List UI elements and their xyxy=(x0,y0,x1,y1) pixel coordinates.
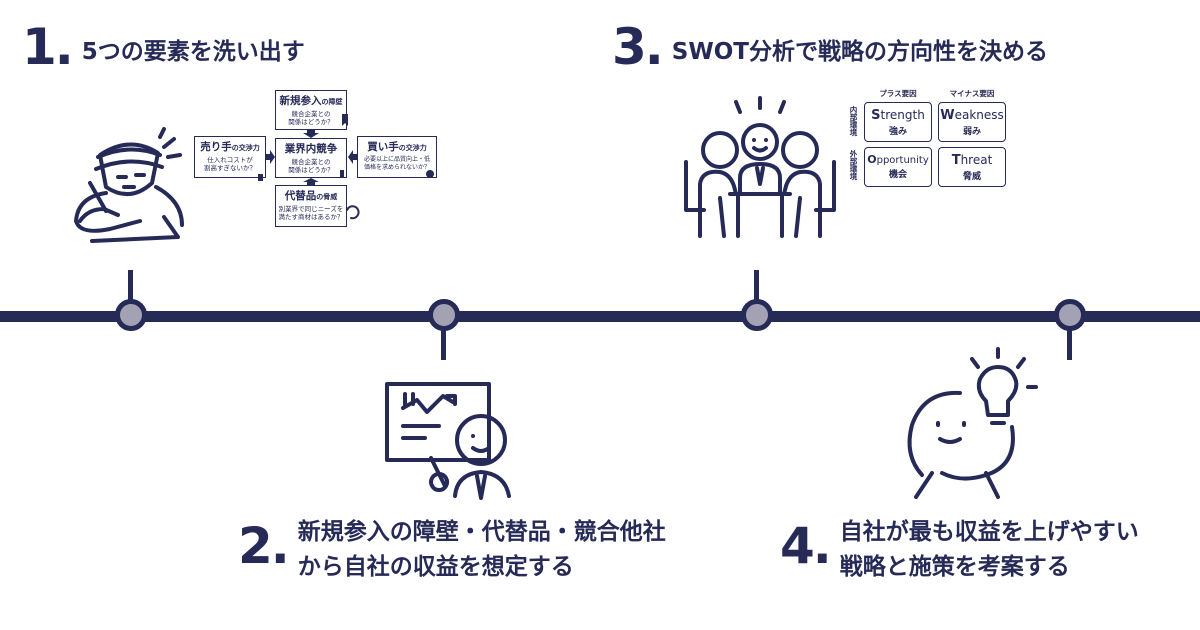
swot-threat: Threat 脅威 xyxy=(938,147,1006,187)
force-sellers-suffix: の交渉力 xyxy=(231,144,260,152)
swot-threat-rest: hreat xyxy=(960,153,993,167)
timeline-node-3 xyxy=(741,299,773,331)
swot-grid: プラス要因 マイナス要因 内部環境 外部環境 Strength 強み Weakn… xyxy=(846,88,1016,190)
swot-threat-jp: 脅威 xyxy=(962,172,981,182)
step-1-text: 5つの要素を洗い出す xyxy=(81,38,305,65)
force-rivalry-sub1: 競合企業との xyxy=(291,158,331,166)
step-3-text: SWOT分析で戦略の方向性を決める xyxy=(671,38,1048,65)
swot-opportunity: Opportunity 機会 xyxy=(864,147,932,187)
force-substitutes-sub2: 満たす商材はあるか？ xyxy=(278,213,344,222)
step-4-text-line2: 戦略と施策を考案する xyxy=(839,553,1070,580)
timeline-bar xyxy=(0,311,1200,322)
person-writing-icon xyxy=(74,127,184,243)
step-4-text-line1: 自社が最も収益を上げやすい xyxy=(839,519,1139,545)
five-forces-diagram: 新規参入の障壁 競合企業との関係はどうか？ 業界内競争 競合企業との関係はどうか… xyxy=(192,90,440,228)
timeline-stem-4 xyxy=(1067,320,1072,360)
idea-lightbulb-icon xyxy=(907,347,1038,499)
step-2-text-line2: から自社の収益を想定する xyxy=(297,553,574,580)
arrow-left xyxy=(348,150,357,164)
force-substitutes-suffix: の脅威 xyxy=(316,193,338,201)
arrow-down xyxy=(303,130,319,138)
force-buyers-sub2: 価格を求められないか？ xyxy=(363,163,430,171)
swot-weakness-jp: 弱み xyxy=(962,127,981,137)
meeting-people-icon xyxy=(684,96,836,238)
force-substitutes: 代替品の脅威 別業界で同じニーズを満たす商材はあるか？ xyxy=(275,185,347,227)
timeline-node-4 xyxy=(1054,299,1086,331)
timeline-node-2 xyxy=(428,299,460,331)
force-substitutes-sub1: 別業界で同じニーズを xyxy=(278,205,344,213)
force-substitutes-title: 代替品 xyxy=(284,190,317,202)
swot-weakness: Weakness 弱み xyxy=(938,102,1006,142)
step-2-number: 2. xyxy=(238,517,290,575)
force-buyers-title: 買い手 xyxy=(367,141,399,153)
handshake-icon xyxy=(426,170,434,178)
force-sellers: 売り手の交渉力 仕入れコストが割高すぎないか？ xyxy=(194,136,266,178)
force-new-entrants-sub2: 関係はどうか？ xyxy=(288,118,334,127)
force-new-entrants-title: 新規参入 xyxy=(279,95,322,107)
force-rivalry-title: 業界内競争 xyxy=(284,143,338,155)
force-rivalry-sub2: 関係はどうか？ xyxy=(288,166,334,175)
step-1-number: 1. xyxy=(22,18,74,76)
force-new-entrants: 新規参入の障壁 競合企業との関係はどうか？ xyxy=(275,90,347,130)
timeline-node-1 xyxy=(115,299,147,331)
swot-threat-initial: T xyxy=(951,153,961,168)
force-rivalry: 業界内競争 競合企業との関係はどうか？ xyxy=(275,138,347,178)
presenter-chart-icon xyxy=(385,382,511,500)
step-2-text-line1: 新規参入の障壁・代替品・競合他社 xyxy=(297,519,666,545)
refresh-icon xyxy=(346,205,360,220)
force-new-entrants-sub1: 競合企業との xyxy=(291,110,331,118)
step-2-heading: 2. 新規参入の障壁・代替品・競合他社 から自社の収益を想定する xyxy=(238,515,666,584)
swot-strength-initial: S xyxy=(871,108,881,123)
force-buyers-suffix: の交渉力 xyxy=(398,144,427,152)
cart-icon xyxy=(258,174,263,181)
timeline-stem-1 xyxy=(128,270,133,310)
swot-col-minus: マイナス要因 xyxy=(949,89,995,98)
flag-icon xyxy=(342,114,348,126)
arrow-right xyxy=(266,150,275,164)
step-3-heading: 3. SWOT分析で戦略の方向性を決める xyxy=(612,22,1048,72)
timeline-stem-2 xyxy=(441,320,446,360)
swot-opportunity-initial: O xyxy=(867,153,877,166)
force-sellers-sub2: 割高すぎないか？ xyxy=(204,164,256,173)
step-4-heading: 4. 自社が最も収益を上げやすい 戦略と施策を考案する xyxy=(780,515,1139,584)
swot-strength: Strength 強み xyxy=(864,102,932,142)
swot-weakness-rest: eakness xyxy=(954,108,1004,122)
force-sellers-sub1: 仕入れコストが xyxy=(207,156,253,164)
step-4-number: 4. xyxy=(780,517,832,575)
swot-col-plus: プラス要因 xyxy=(879,89,917,98)
swot-row-external: 外部環境 xyxy=(849,150,858,180)
force-buyers-sub1: 必要以上に品質向上・低 xyxy=(363,156,430,163)
swot-opportunity-rest: pportunity xyxy=(876,155,929,166)
swot-opportunity-jp: 機会 xyxy=(888,170,907,180)
force-buyers: 買い手の交渉力 必要以上に品質向上・低価格を求められないか？ xyxy=(357,136,437,178)
arrow-up xyxy=(303,178,319,185)
swot-strength-rest: trength xyxy=(880,108,925,122)
step-1-heading: 1. 5つの要素を洗い出す xyxy=(22,22,305,72)
five-forces-arrows xyxy=(258,114,434,220)
force-sellers-title: 売り手 xyxy=(200,141,232,153)
step-3-number: 3. xyxy=(612,18,664,76)
swot-row-internal: 内部環境 xyxy=(849,106,858,136)
swot-strength-jp: 強み xyxy=(888,127,907,137)
force-new-entrants-suffix: の障壁 xyxy=(321,98,343,106)
timeline-stem-3 xyxy=(754,270,759,310)
swot-weakness-initial: W xyxy=(940,108,955,123)
chart-icon xyxy=(340,170,344,178)
